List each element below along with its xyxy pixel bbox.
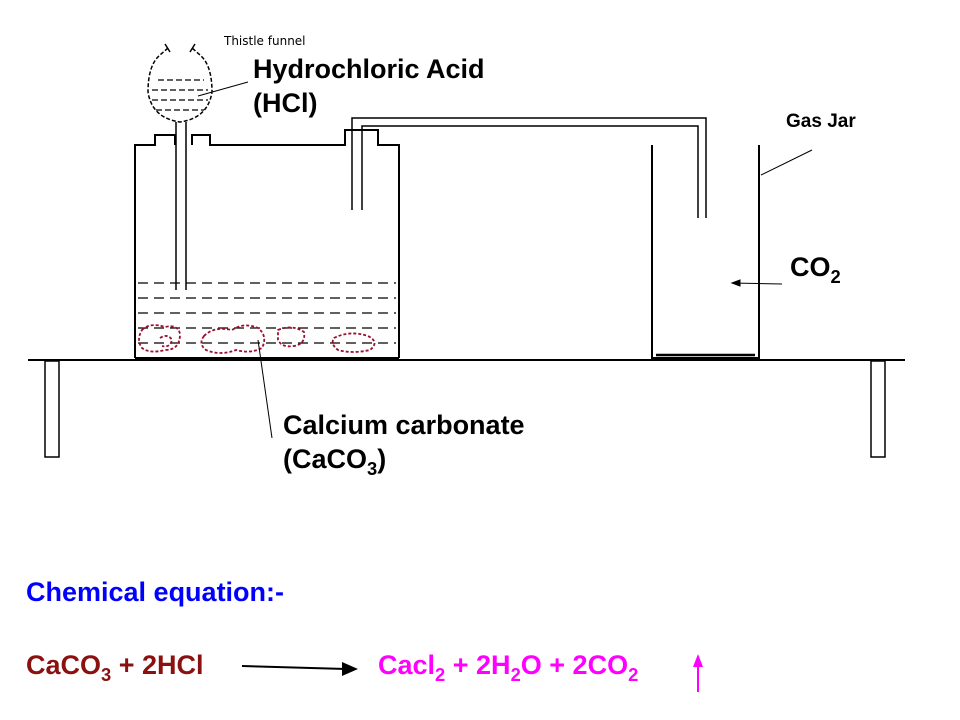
equation-arrows	[241, 654, 703, 692]
co2-pointer-head	[730, 279, 741, 287]
thistle-funnel-label: Thistle funnel	[224, 34, 306, 48]
caco3-label: Calcium carbonate (CaCO3)	[283, 408, 525, 479]
co2-label-main: CO	[790, 252, 831, 282]
acid-liquid	[138, 282, 396, 344]
caco3-label-line1: Calcium carbonate	[283, 410, 525, 440]
equation-products: Cacl2 + 2H2O + 2CO2	[378, 650, 639, 685]
acid-pointer	[197, 81, 249, 97]
acid-label: Hydrochloric Acid (HCl)	[253, 52, 485, 120]
acid-label-line2: (HCl)	[253, 88, 318, 118]
gas-up-arrow-head	[693, 654, 703, 667]
equation-reactants: CaCO3 + 2HCl	[26, 650, 204, 685]
caco3-label-line2: (CaCO3)	[283, 444, 387, 479]
co2-label: CO2	[790, 252, 841, 287]
thistle-funnel	[147, 43, 213, 290]
co2-label-sub: 2	[830, 265, 841, 287]
table-leg-left	[44, 360, 60, 458]
gas-jar	[651, 145, 760, 359]
table	[28, 359, 905, 458]
reaction-flask	[134, 129, 400, 359]
reaction-arrow-head	[342, 662, 358, 676]
calcium-carbonate-chips	[138, 324, 376, 354]
table-leg-right	[870, 360, 886, 458]
reaction-arrow	[241, 665, 347, 670]
acid-label-line1: Hydrochloric Acid	[253, 54, 485, 84]
caco3-pointer	[257, 339, 273, 439]
gas-jar-label: Gas Jar	[786, 111, 856, 132]
delivery-tube	[351, 117, 707, 218]
gas-jar-pointer	[760, 149, 813, 176]
equation-heading: Chemical equation:-	[26, 577, 285, 607]
label-pointers	[197, 81, 813, 439]
